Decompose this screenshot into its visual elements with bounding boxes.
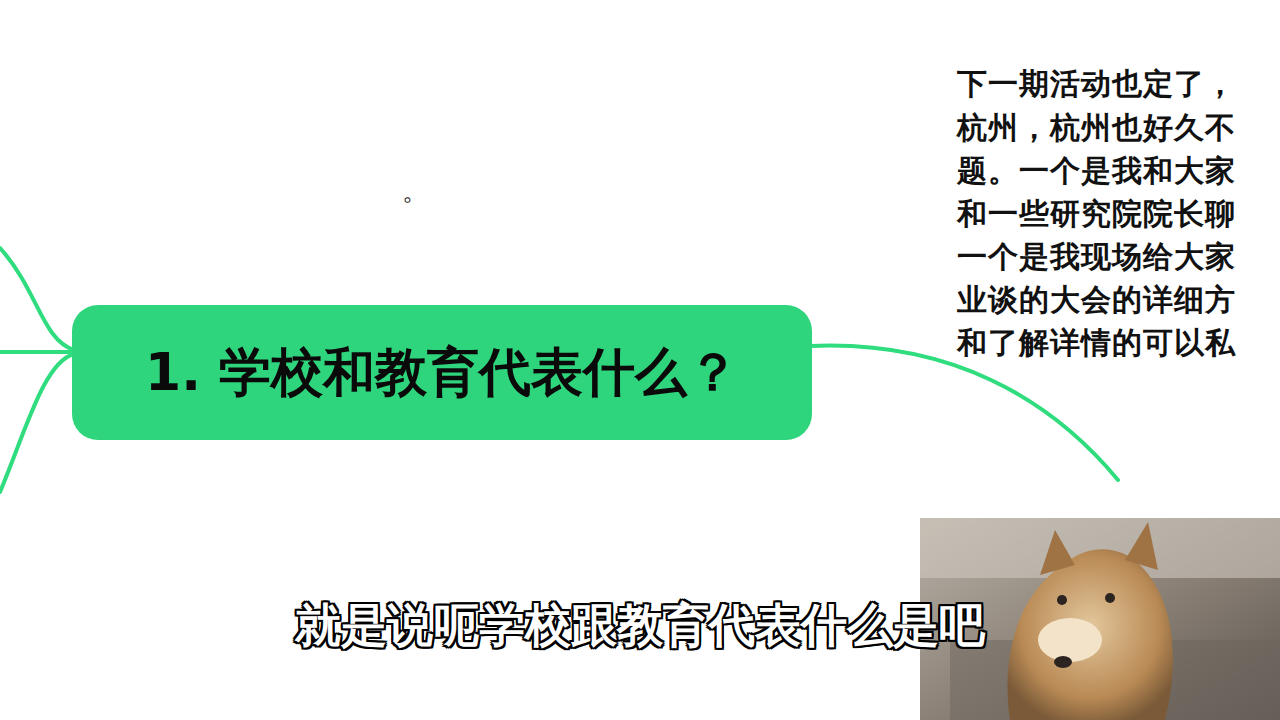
branch-line <box>0 248 74 350</box>
notice-line: 一个是我现场给大家 <box>957 239 1236 275</box>
topic-box: 1. 学校和教育代表什么？ <box>72 305 812 440</box>
branch-lines <box>0 248 1118 492</box>
topic-title: 1. 学校和教育代表什么？ <box>145 338 739 408</box>
notice-line: 题。一个是我和大家 <box>957 153 1236 189</box>
stray-mark: 。 <box>402 176 428 207</box>
branch-line <box>0 350 74 354</box>
branch-line <box>810 346 1118 480</box>
notice-line: 和一些研究院院长聊 <box>957 196 1236 232</box>
notice-line: 下一期活动也定了， <box>957 66 1236 102</box>
branch-line <box>0 354 74 492</box>
notice-line: 杭州，杭州也好久不 <box>957 110 1236 146</box>
subtitle: 就是说呃学校跟教育代表什么是吧 <box>295 598 985 653</box>
notice-line: 业谈的大会的详细方 <box>957 282 1236 318</box>
notice-line: 和了解详情的可以私 <box>957 325 1236 361</box>
